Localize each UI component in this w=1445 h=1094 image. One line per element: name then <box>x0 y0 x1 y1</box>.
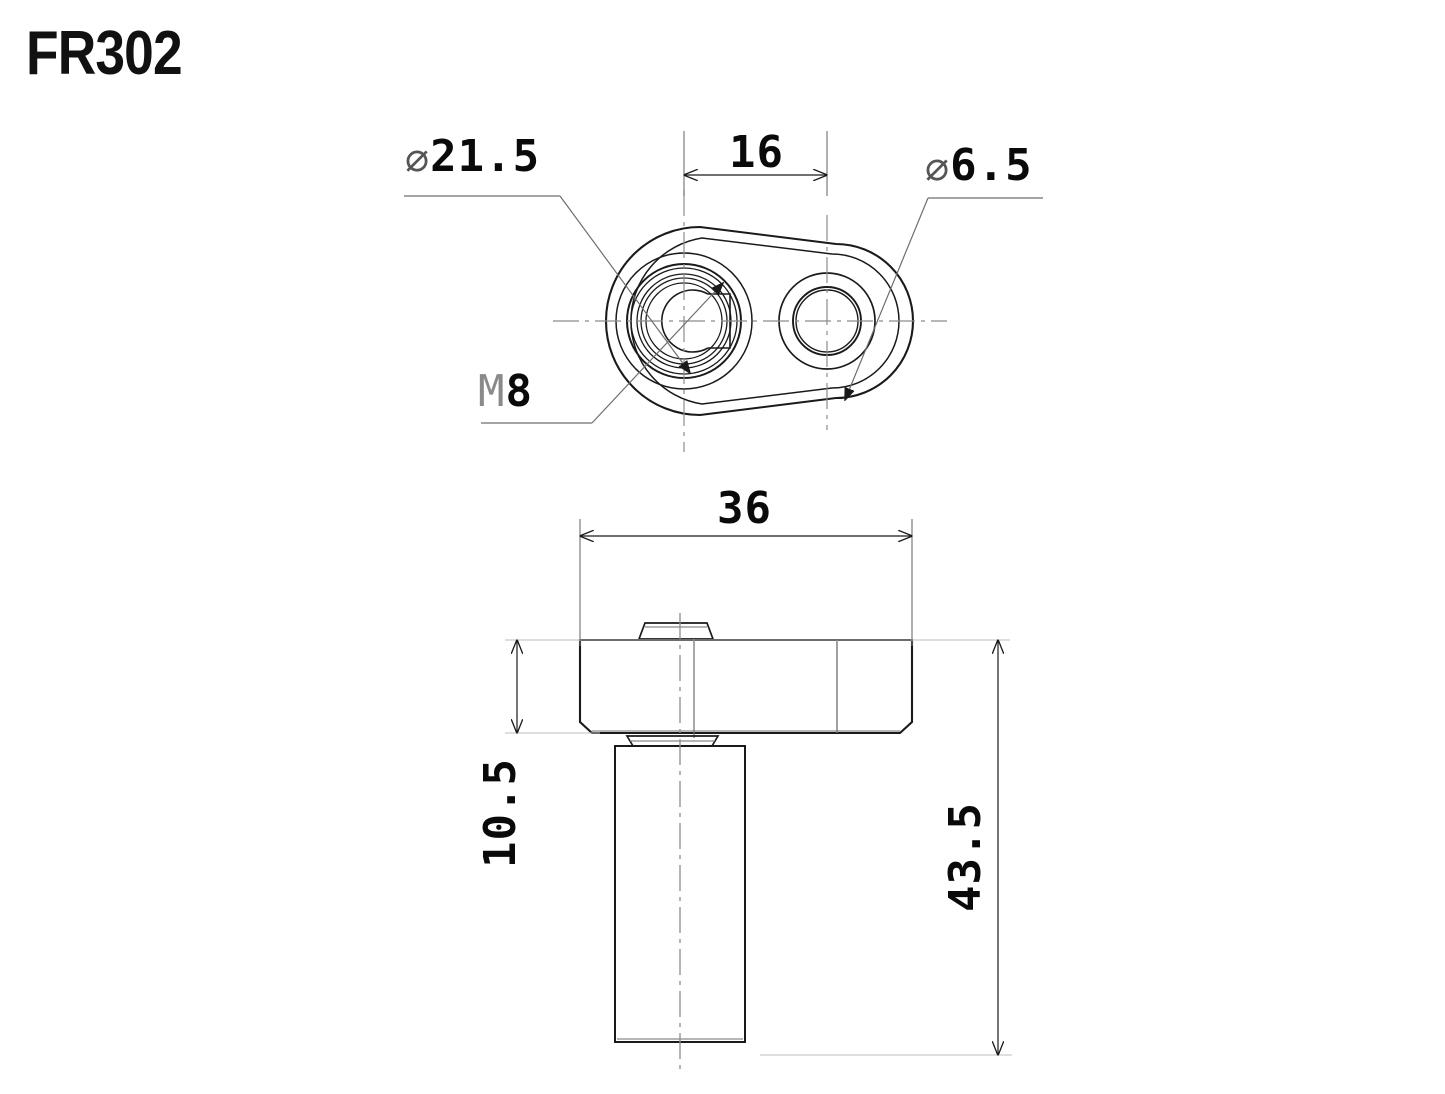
thread-size: 8 <box>505 366 533 417</box>
top-view-geometry <box>553 190 947 452</box>
dim-label-thread-m8: M8 <box>478 366 533 417</box>
dim-10-5-group <box>505 640 1010 733</box>
dim-label-36: 36 <box>717 483 772 534</box>
leader-6-5-angled <box>845 197 929 400</box>
dim-label-16: 16 <box>729 127 784 178</box>
dim-label-dia-6-5: ⌀6.5 <box>925 140 1033 191</box>
dim-value-6-5: 6.5 <box>950 140 1033 191</box>
dim-label-dia-21-5: ⌀21.5 <box>405 131 540 182</box>
top-inner-profile <box>630 237 900 405</box>
leader-dia-21-5 <box>404 195 690 373</box>
thread-letter: M <box>478 366 506 417</box>
top-outer-profile <box>605 225 915 417</box>
dim-16-group <box>684 131 827 196</box>
front-top-boss <box>637 622 715 640</box>
leader-m8-angled <box>591 283 723 424</box>
leader-dia-6-5 <box>845 197 1043 400</box>
dim-value-21-5: 21.5 <box>430 131 541 182</box>
page-title: FR302 <box>26 19 183 88</box>
front-body-outline <box>578 638 914 735</box>
dim-36-group <box>580 519 912 646</box>
diameter-icon: ⌀ <box>405 135 431 181</box>
leader-thread-m8 <box>481 283 723 424</box>
leader-21-5-angled <box>559 195 690 373</box>
dim-label-10-5: 10.5 <box>475 758 526 868</box>
diameter-icon: ⌀ <box>925 144 951 190</box>
dim-label-43-5: 43.5 <box>940 802 991 912</box>
front-view-geometry <box>578 613 914 1072</box>
dim-43-5-group <box>760 640 1012 1055</box>
